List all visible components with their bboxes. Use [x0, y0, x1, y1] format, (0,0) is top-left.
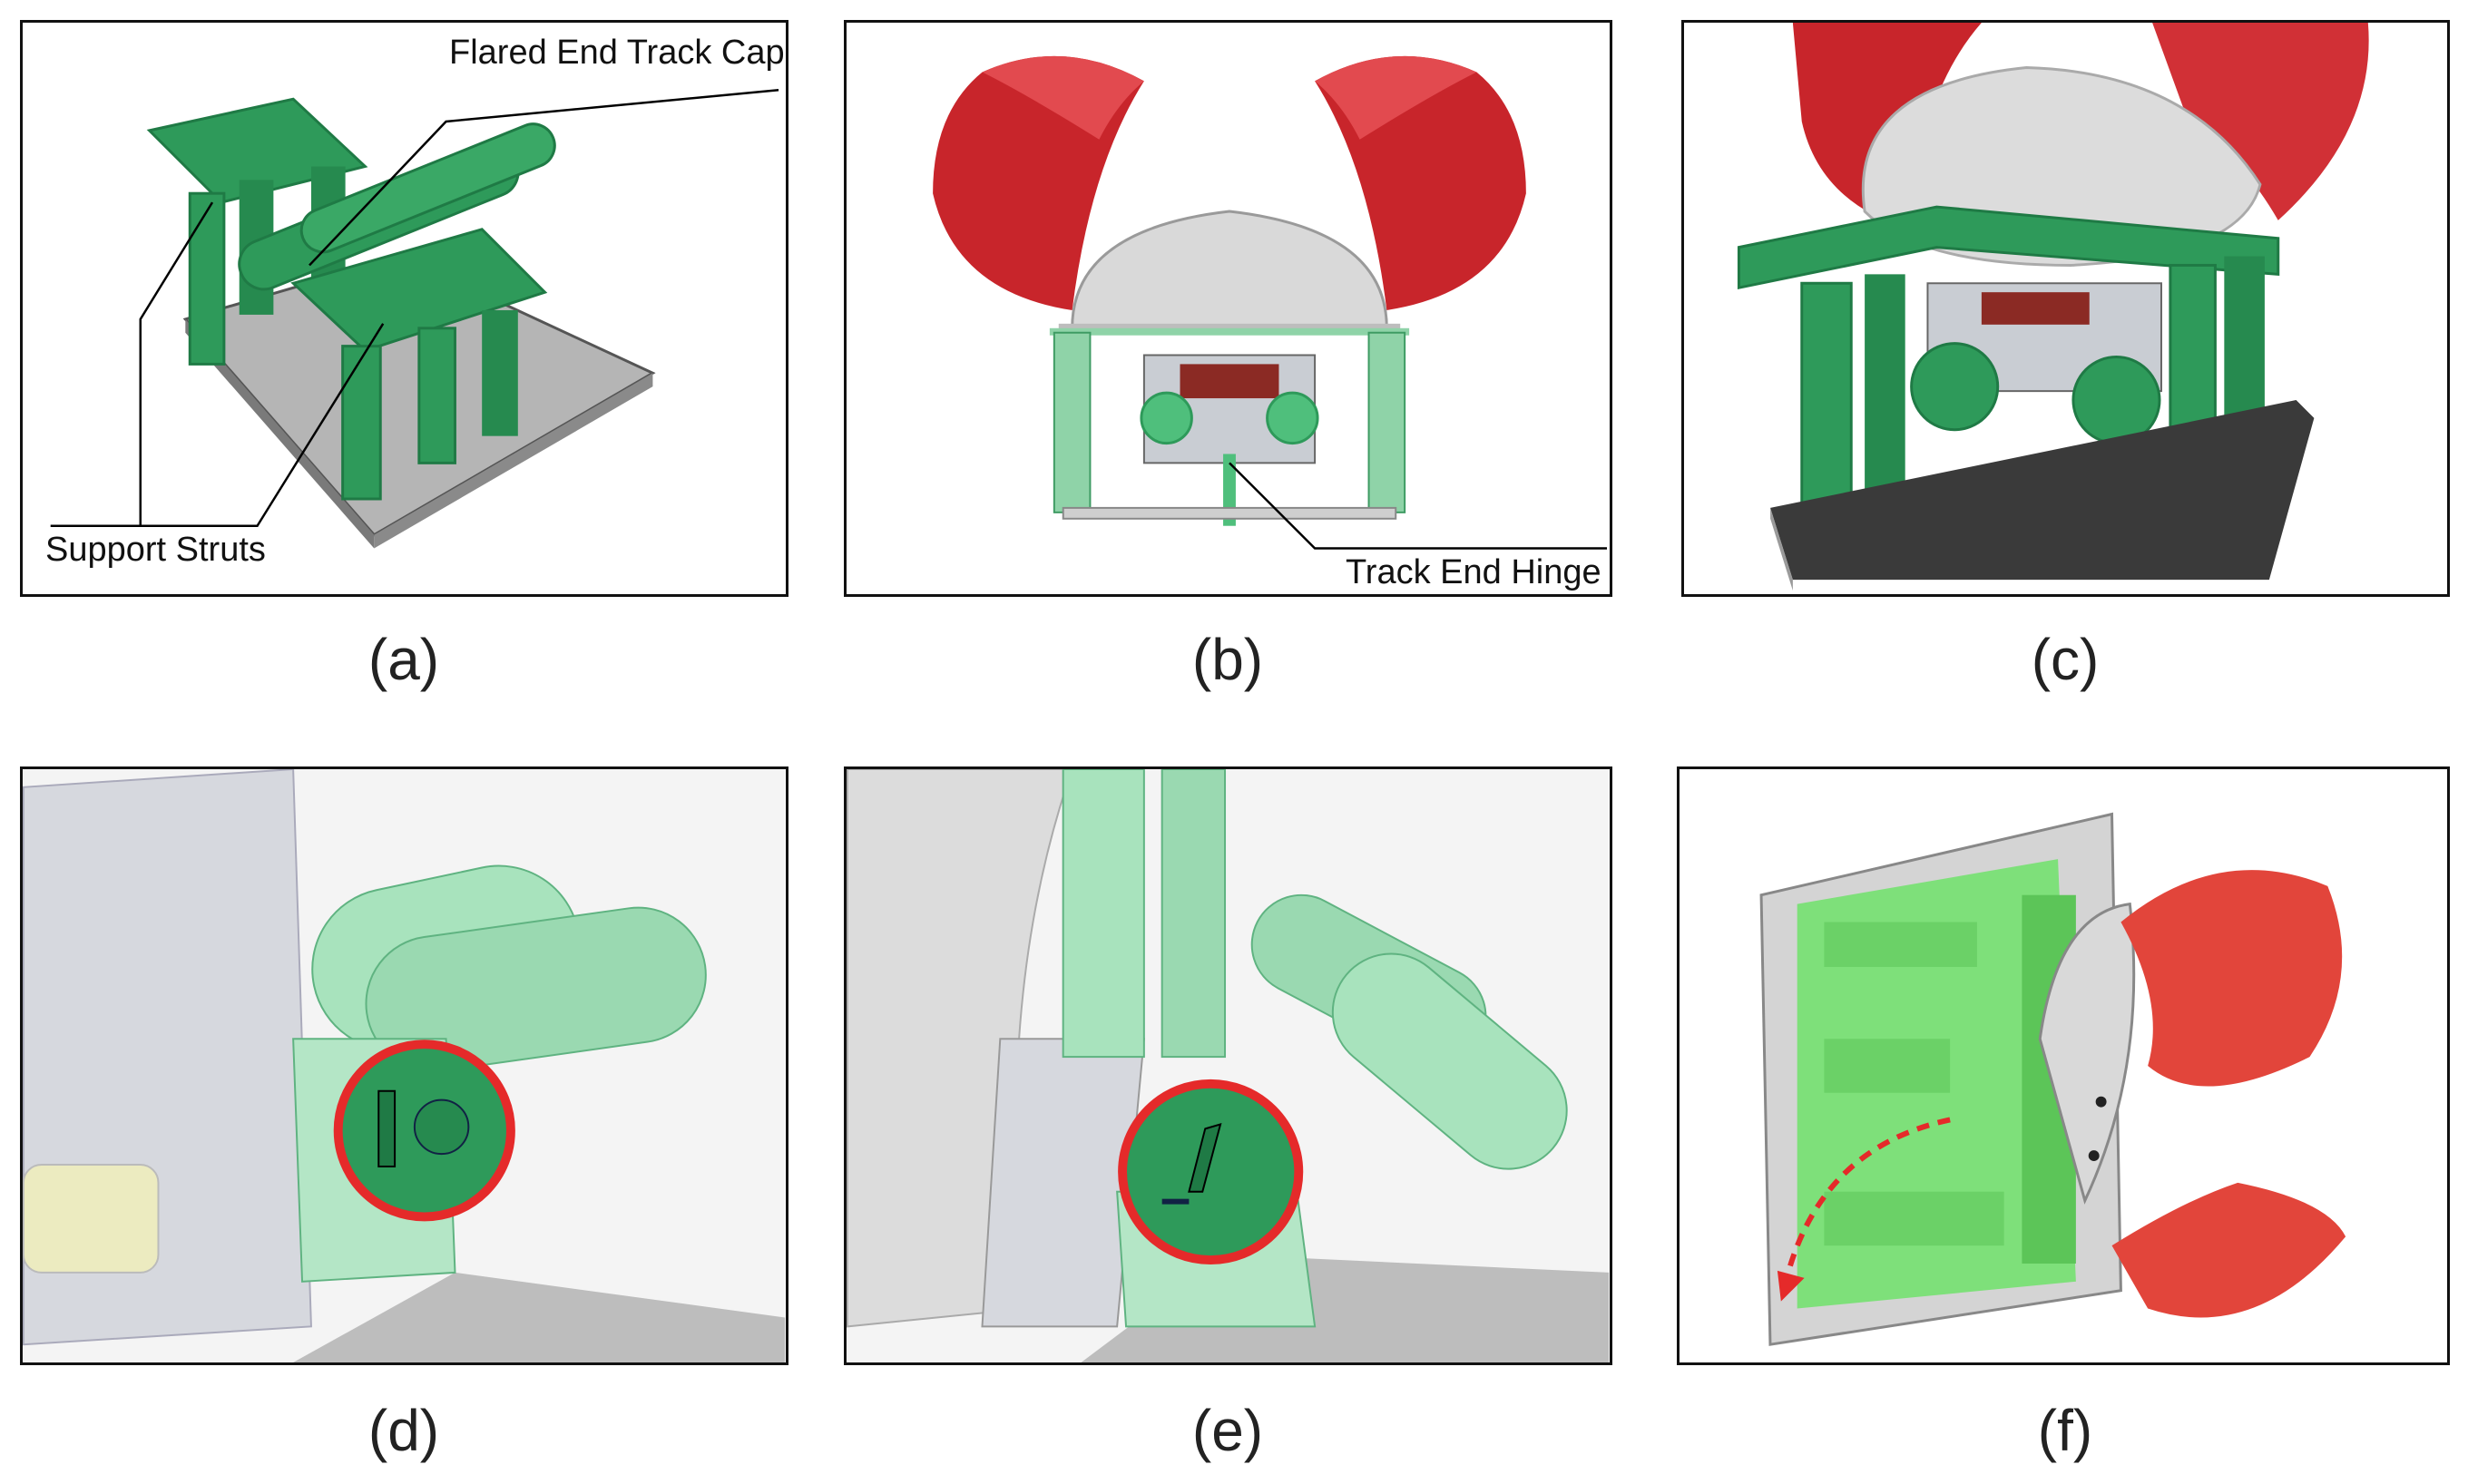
panel-e-illustration — [847, 769, 1610, 1362]
panel-f-illustration — [1759, 812, 2346, 1346]
panel-label-c: (c) — [2031, 627, 2100, 692]
panel-label-b: (b) — [1191, 627, 1264, 692]
callout-flared-end-track-cap: Flared End Track Cap — [449, 34, 785, 72]
panel-label-f: (f) — [2037, 1398, 2093, 1463]
panel-b: Track End Hinge — [844, 20, 1612, 597]
panel-a-illustration — [50, 89, 779, 549]
panel-label-e: (e) — [1191, 1398, 1264, 1463]
panel-a: Flared End Track Cap Support Struts — [20, 20, 788, 597]
panel-c-illustration — [1737, 23, 2369, 591]
panel-b-illustration — [933, 55, 1608, 550]
panel-d — [20, 766, 788, 1365]
panel-f — [1677, 766, 2450, 1365]
panel-c — [1681, 20, 2450, 597]
panel-e — [844, 766, 1612, 1365]
callout-support-struts: Support Struts — [45, 531, 266, 569]
callout-track-end-hinge: Track End Hinge — [1346, 553, 1601, 591]
panel-label-d: (d) — [367, 1398, 440, 1463]
panel-d-illustration — [23, 769, 786, 1362]
panel-label-a: (a) — [367, 627, 440, 692]
